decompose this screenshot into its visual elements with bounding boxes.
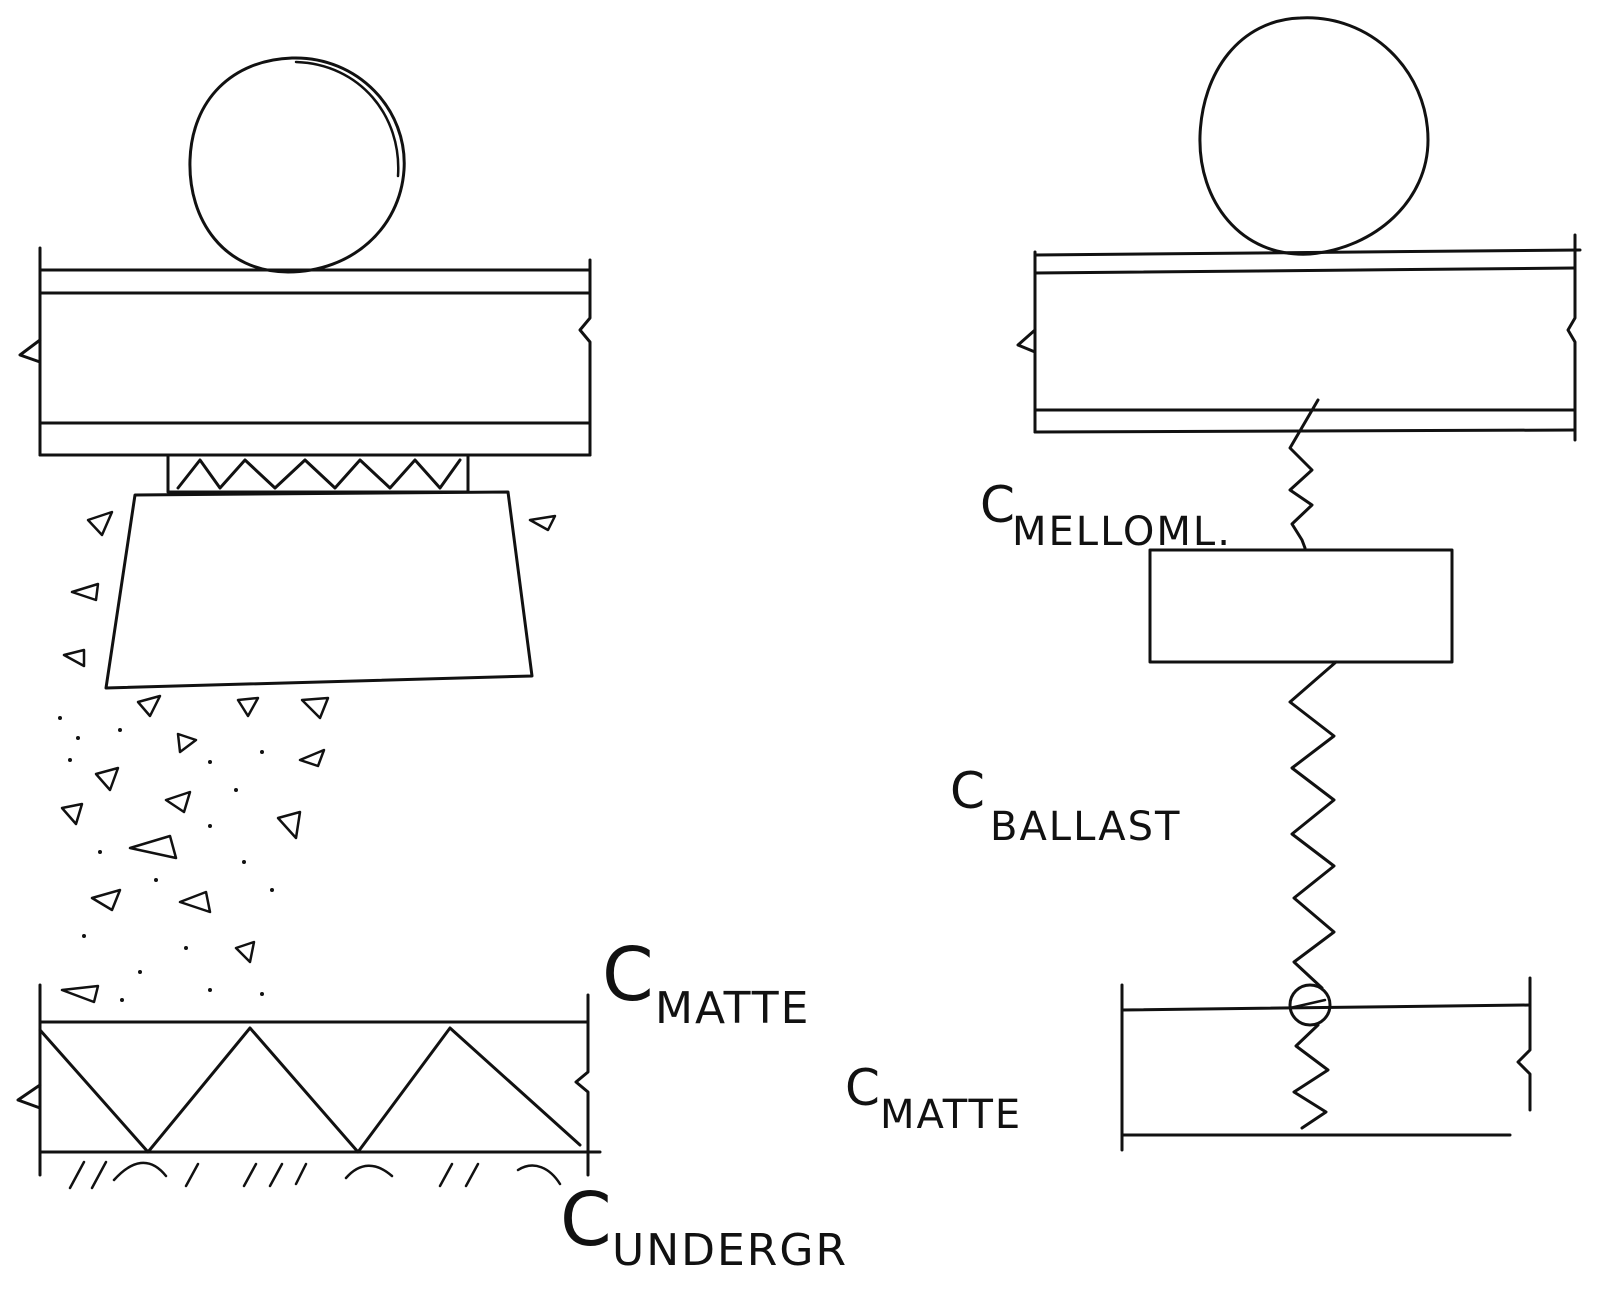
left-undergr-label-c: C — [560, 1177, 612, 1263]
left-ballast-specks — [58, 716, 274, 1002]
right-ballast-label-c: C — [950, 762, 985, 820]
right-melloml-label-c: C — [980, 476, 1015, 534]
left-wheel — [188, 56, 406, 274]
right-mat-spring — [1292, 1023, 1330, 1130]
right-melloml-label-sub: MELLOML. — [1012, 509, 1232, 555]
right-rail — [1016, 233, 1582, 442]
left-rail — [18, 246, 592, 457]
right-sleeper-mass — [1148, 548, 1454, 664]
right-wheel — [1198, 16, 1430, 256]
right-ballast-label-sub: BALLAST — [990, 804, 1181, 850]
right-matte-label-sub: MATTE — [880, 1092, 1022, 1138]
right-ground — [1120, 976, 1532, 1152]
left-undergr-label-sub: UNDERGR — [612, 1225, 848, 1276]
left-ballast-mat — [16, 983, 602, 1177]
right-pad-spring — [1288, 398, 1320, 550]
right-matte-label-c: C — [845, 1059, 880, 1117]
left-undergr-label: C UNDERGR — [560, 1177, 848, 1276]
left-sleeper — [104, 490, 534, 690]
left-physical-model: C MATTE C UNDERGR — [16, 56, 848, 1276]
left-matte-label: C MATTE — [602, 932, 810, 1034]
right-ballast-spring — [1288, 660, 1338, 990]
left-matte-label-sub: MATTE — [655, 983, 810, 1034]
left-ballast-stones — [60, 510, 557, 1004]
right-matte-label: C MATTE — [845, 1059, 1022, 1138]
right-melloml-label: C MELLOML. — [980, 476, 1232, 555]
right-spring-node — [1288, 983, 1332, 1027]
left-subgrade-hatching — [68, 1160, 562, 1190]
left-rail-pad — [166, 453, 470, 494]
right-ballast-label: C BALLAST — [950, 762, 1181, 850]
left-matte-label-c: C — [602, 932, 654, 1018]
left-wheel-sketch-line — [294, 60, 400, 178]
right-spring-model: C MELLOML. C BALLAST C MATTE — [845, 16, 1582, 1152]
